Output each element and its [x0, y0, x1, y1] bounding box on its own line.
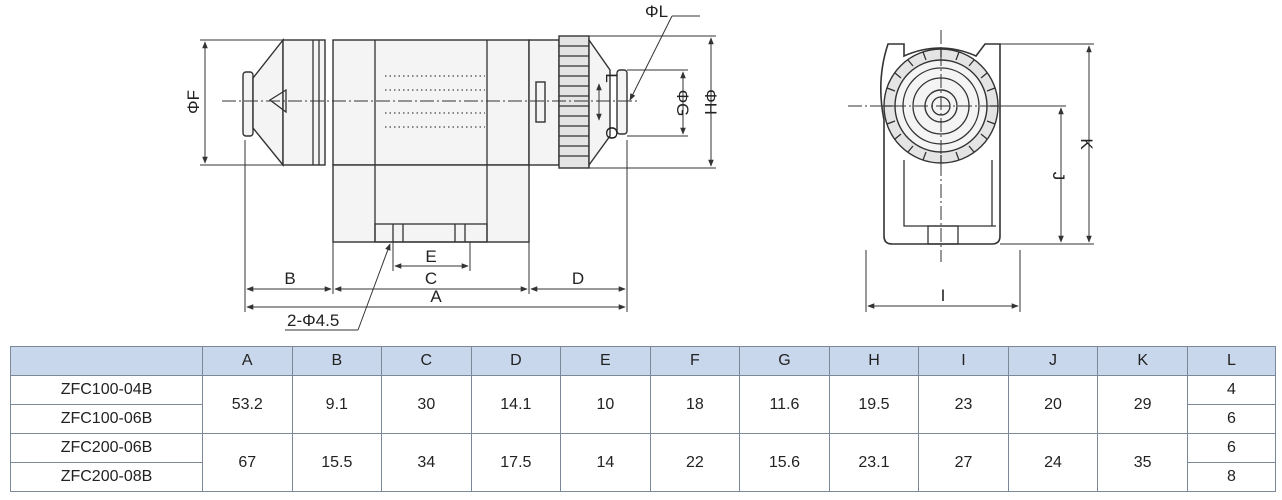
header-cell: E — [560, 346, 651, 376]
table-row: ZFC200-06B 67 15.5 34 17.5 14 22 15.6 23… — [10, 433, 1276, 492]
technical-drawing: ΦF ΦG ΦH L O ΦL E B C D — [184, 2, 1096, 331]
header-cell: A — [202, 346, 293, 376]
value-cell: 20 — [1007, 375, 1099, 434]
left-collet — [282, 39, 326, 166]
value-cell: 17.5 — [470, 433, 562, 492]
left-fitting-nut — [242, 71, 254, 137]
value-cell: 24 — [1007, 433, 1099, 492]
value-cell: 53.2 — [202, 375, 293, 434]
header-cell: L — [1187, 346, 1276, 376]
value-cell: 6 — [1187, 433, 1276, 463]
value-cell: 10 — [560, 375, 651, 434]
dim-a-label: A — [430, 287, 442, 306]
value-cell: 14 — [560, 433, 651, 492]
dim-f-label: ΦF — [184, 90, 203, 114]
base-slot — [374, 223, 488, 243]
value-cell: 14.1 — [470, 375, 562, 434]
value-cell: 34 — [381, 433, 472, 492]
header-cell: G — [739, 346, 830, 376]
table-row: ZFC100-06B 6 — [10, 404, 1276, 434]
value-cell: 15.6 — [739, 433, 830, 492]
header-cell: B — [291, 346, 383, 376]
dim-e-label: E — [425, 247, 436, 266]
knurl-marks — [559, 45, 589, 157]
table-row: ZFC100-04B 53.2 9.1 30 14.1 10 18 11.6 1… — [10, 375, 1276, 434]
header-cell: I — [918, 346, 1009, 376]
flow-arrow-icon — [268, 88, 287, 114]
value-cell: 23.1 — [828, 433, 920, 492]
model-cell: ZFC100-06B — [10, 404, 203, 434]
end-view: I J K — [848, 30, 1096, 312]
value-cell: 8 — [1187, 462, 1276, 492]
value-cell: 67 — [202, 433, 293, 492]
value-cell: 11.6 — [739, 375, 830, 434]
header-cell: J — [1007, 346, 1099, 376]
mounting-base — [332, 164, 530, 243]
dim-c-label: C — [425, 269, 437, 288]
header-cell: K — [1097, 346, 1188, 376]
table-row: ZFC200-08B 8 — [10, 462, 1276, 492]
body-barrel — [332, 39, 530, 166]
header-cell: H — [828, 346, 920, 376]
value-cell: 30 — [381, 375, 472, 434]
value-cell: 23 — [918, 375, 1009, 434]
value-cell: 19.5 — [828, 375, 920, 434]
header-cell: D — [470, 346, 562, 376]
value-cell: 29 — [1097, 375, 1188, 434]
right-fitting-nut — [616, 69, 628, 135]
value-cell: 15.5 — [291, 433, 383, 492]
dim-j-label: J — [1049, 172, 1068, 181]
end-base-slot — [927, 225, 959, 245]
indicator-window — [535, 81, 546, 123]
header-cell — [10, 346, 203, 376]
value-cell: 22 — [649, 433, 741, 492]
spec-table: A B C D E F G H I J K L ZFC100-04B 53.2 … — [10, 346, 1276, 492]
dim-o-label: O — [602, 126, 621, 139]
left-fitting-cone — [252, 37, 284, 167]
value-cell: 6 — [1187, 404, 1276, 434]
model-cell: ZFC200-06B — [10, 433, 203, 463]
value-cell: 27 — [918, 433, 1009, 492]
dim-l-label: L — [602, 73, 621, 82]
model-cell: ZFC100-04B — [10, 375, 203, 405]
value-cell: 9.1 — [291, 375, 383, 434]
dim-h-label: ΦH — [701, 89, 720, 115]
dim-holes-label: 2-Φ4.5 — [287, 311, 339, 330]
header-cell: C — [381, 346, 472, 376]
dim-phil-label: ΦL — [645, 2, 668, 21]
value-cell: 4 — [1187, 375, 1276, 405]
dim-d-label: D — [572, 269, 584, 288]
value-cell: 18 — [649, 375, 741, 434]
header-cell: F — [649, 346, 741, 376]
table-header-row: A B C D E F G H I J K L — [10, 346, 1276, 376]
dim-b-label: B — [284, 269, 295, 288]
end-body-outline — [880, 43, 1001, 245]
side-view: ΦF ΦG ΦH L O ΦL E B C D — [184, 2, 720, 331]
model-cell: ZFC200-08B — [10, 462, 203, 492]
value-cell: 35 — [1097, 433, 1188, 492]
dim-i-label: I — [941, 286, 946, 305]
dim-g-label: ΦG — [673, 90, 692, 117]
dim-k-label: K — [1077, 138, 1096, 150]
